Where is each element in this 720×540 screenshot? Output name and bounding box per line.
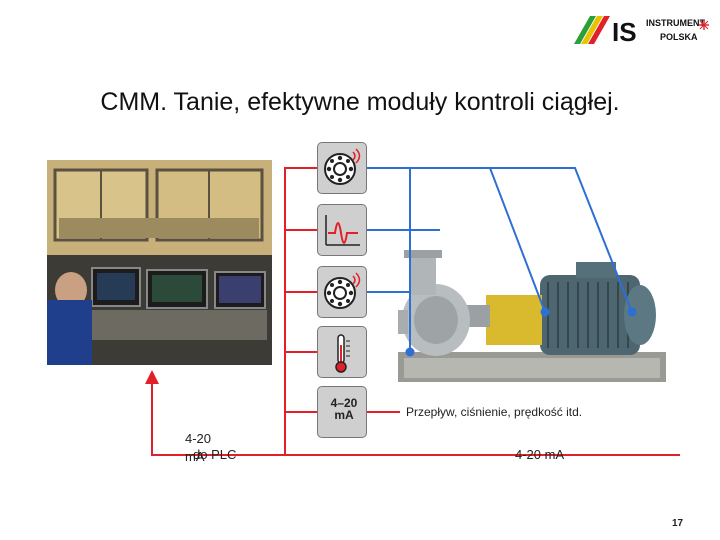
module-temperature[interactable] — [317, 326, 367, 378]
logo-line2: POLSKA — [660, 32, 698, 42]
logo-line1: INSTRUMENT — [646, 18, 705, 28]
thermometer-icon — [335, 334, 350, 373]
arrow-up-icon — [145, 370, 159, 384]
sensor-point-markers — [405, 307, 637, 357]
output-mid-label: 4-20 mA — [515, 447, 565, 462]
control-room-photo — [47, 160, 272, 365]
instrument-polska-logo: IS INSTRUMENT POLSKA — [574, 16, 709, 47]
module-vibration-2[interactable] — [317, 266, 367, 318]
waveform-icon — [325, 215, 360, 246]
module-current-loop-label: 4–20 mA — [330, 396, 358, 422]
vibration-sensor-icon — [324, 148, 361, 185]
module-vibration-1[interactable] — [317, 142, 367, 194]
module-waveform[interactable] — [317, 204, 367, 256]
plc-label: do PLC — [193, 447, 237, 462]
pump-motor-image — [398, 250, 666, 382]
vibration-sensor-icon — [324, 272, 361, 309]
red-signal-lines — [151, 167, 680, 456]
page-title: CMM. Tanie, efektywne moduły kontroli ci… — [100, 88, 620, 116]
module-current-loop[interactable] — [317, 386, 367, 438]
blue-sensor-lines — [367, 167, 633, 352]
flow-pressure-speed-label: Przepływ, ciśnienie, prędkość itd. — [406, 405, 583, 419]
output-left-unit: mA — [185, 449, 205, 464]
output-left-label: 4-20 — [185, 431, 212, 446]
logo-brand: IS — [612, 17, 637, 47]
star-icon — [699, 20, 709, 30]
page-number: 17 — [672, 518, 684, 529]
